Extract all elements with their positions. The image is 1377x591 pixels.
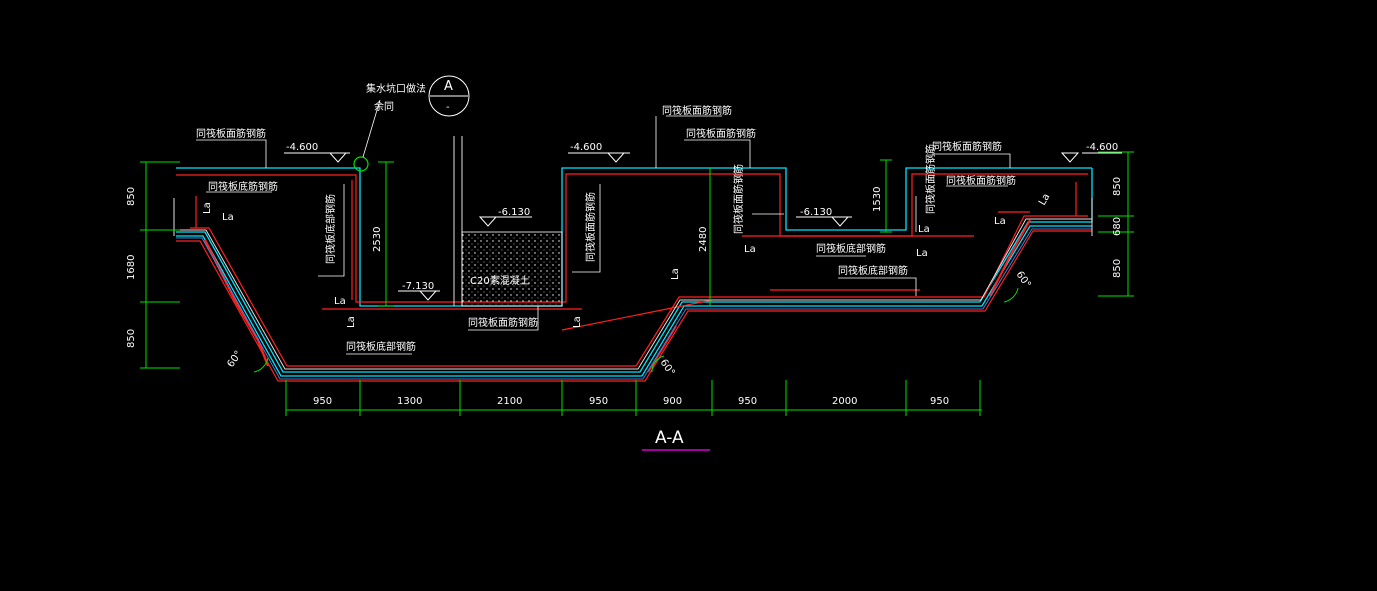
note-top-middle-2: 同筏板面筋钢筋 [686,127,756,140]
elev-right-top: -4.600 [1086,142,1118,153]
dim-left-3: 850 [126,329,137,348]
callout-leader [362,99,381,158]
dim-h-8: 950 [930,396,949,407]
section-title: A-A [655,428,684,448]
elev-fill-top: -6.130 [498,207,530,218]
outline-outer-left [176,167,1092,307]
dim-vertical-right: 850 680 850 [1112,177,1123,278]
dim-depth-right: 1530 [872,187,883,212]
note-top-right-2: 同筏板面筋钢筋 [946,174,1016,187]
la-5: La [572,316,583,328]
band-1 [176,228,1092,380]
white-lines [173,136,1093,370]
angle-marks [253,287,1019,373]
material-label: C20素混凝土 [470,274,530,287]
la-3: La [334,296,346,307]
outline-bottom-2 [176,225,1092,377]
note-top-right: 同筏板面筋钢筋 [932,140,1002,153]
dim-vertical-left: 850 1680 850 [126,187,137,348]
rebar-top [176,173,1088,303]
note-step-bottom-2: 同筏板底部钢筋 [838,264,908,277]
la-7: La [744,244,756,255]
dim-horizontal: 950 1300 2100 950 900 950 2000 950 [313,396,949,407]
c20-fill [461,231,563,307]
section-marker-bottom: - [446,102,450,113]
callout-note-2: 余同 [374,100,394,113]
angle-left: 60° [225,349,244,370]
rebar-bottom-2 [176,230,1092,382]
note-wall-inner: 同筏板面筋钢筋 [584,192,597,262]
la-4: La [346,316,357,328]
section-marker: A - [428,75,470,117]
note-wall-right-1: 同筏板面筋钢筋 [732,164,745,234]
section-marker-top: A [444,79,453,94]
la-1: La [222,212,234,223]
slab-bands [176,228,1092,380]
angle-mid: 60° [658,357,677,378]
dim-h-6: 950 [738,396,757,407]
concrete-outline [176,167,1093,377]
la-9: La [916,248,928,259]
dim-right-3: 850 [1112,259,1123,278]
rebar-bottom-main [190,215,1088,367]
dim-h-1: 950 [313,396,332,407]
dim-h-4: 950 [589,396,608,407]
elev-step: -6.130 [800,207,832,218]
anchor-labels: La La La La La La La La La La La [202,192,1052,328]
note-bottom-left-upper: 同筏板底筋钢筋 [208,180,278,193]
note-step-bottom-1: 同筏板底部钢筋 [816,242,886,255]
dim-right-1: 850 [1112,177,1123,196]
elev-pit-bottom: -7.130 [402,281,434,292]
note-top-left: 同筏板面筋钢筋 [196,127,266,140]
elev-left-top: -4.600 [286,142,318,153]
note-wall-right-2: 同筏板面筋钢筋 [924,144,937,214]
callout-note: 集水坑口做法 [366,82,426,95]
dim-right-2: 680 [1112,217,1123,236]
callout-circle [353,156,369,172]
rebar-diag-mid [561,299,713,331]
dim-h-3: 2100 [497,396,522,407]
dim-h-2: 1300 [397,396,422,407]
dim-h-5: 900 [663,396,682,407]
la-6: La [670,268,681,280]
la-8: La [918,224,930,235]
dim-depth-mid: 2480 [698,227,709,252]
la-11: La [1037,192,1052,208]
la-10: La [994,216,1006,227]
note-bottom-long: 同筏板底部钢筋 [346,340,416,353]
note-top-middle-1: 同筏板面筋钢筋 [662,104,732,117]
dim-left-2: 1680 [126,255,137,280]
dim-left-1: 850 [126,187,137,206]
note-bottom-center: 同筏板面筋钢筋 [468,316,538,329]
elev-middle-top: -4.600 [570,142,602,153]
note-wall-left: 同筏板底部钢筋 [324,194,337,264]
elevation-markers [284,152,1122,301]
rebar-lines [176,173,1092,382]
dim-h-7: 2000 [832,396,857,407]
dim-depth-left: 2530 [372,227,383,252]
dimension-lines [140,151,1134,416]
la-2: La [202,202,213,214]
leaders [196,115,1011,355]
outline-bottom [176,221,1092,373]
angle-right: 60° [1014,269,1033,290]
white-bottom [176,218,1092,370]
rebar-right-slope-thick [989,219,1031,297]
